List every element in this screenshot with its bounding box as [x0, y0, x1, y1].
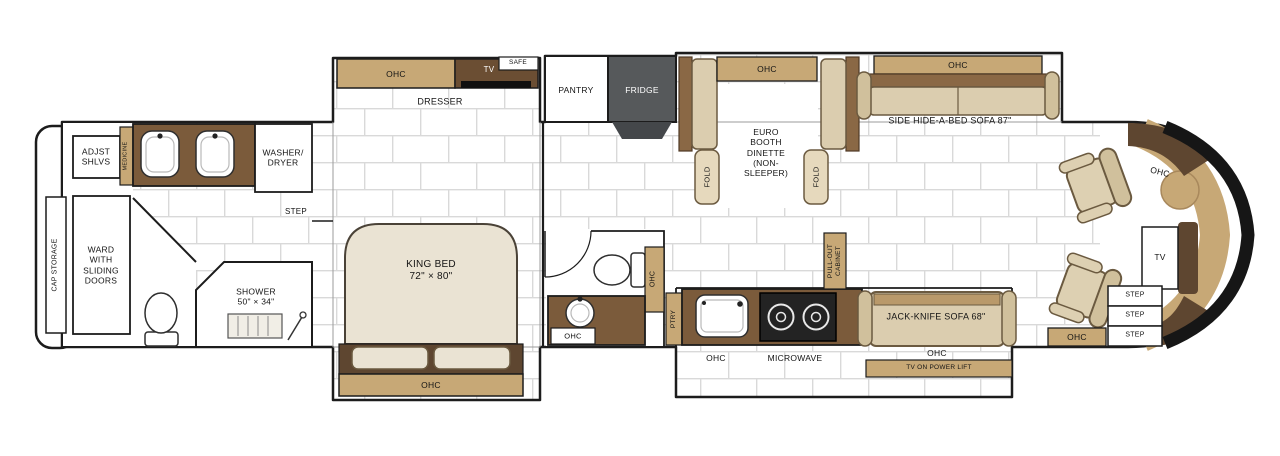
fridge-label: FRIDGE [625, 84, 659, 95]
mid-toilet [593, 252, 646, 288]
ohc-bath-lav-label: OHC [564, 331, 582, 341]
cap-storage-box [45, 196, 67, 334]
fold-table-right [803, 149, 829, 205]
safe-box [498, 56, 539, 71]
front-tv [1141, 226, 1179, 290]
dresser-label: DRESSER [417, 96, 463, 107]
shower-stall [195, 261, 313, 348]
adjustable-shelves-cabinet [72, 135, 121, 179]
shower-label: SHOWER 50" × 34" [236, 286, 276, 307]
slide-seams [332, 121, 1062, 348]
console-table [1160, 170, 1200, 210]
pantry-label: PANTRY [558, 84, 594, 95]
microwave-label: MICROWAVE [767, 352, 823, 363]
step-3-box [1107, 325, 1163, 347]
tv-power-lift-label: TV ON POWER LIFT [906, 364, 972, 372]
rear-toilet [144, 292, 179, 347]
step-1-label: STEP [1125, 291, 1145, 299]
dinette-ohc-cabinet [716, 56, 818, 82]
lav-sink [565, 296, 595, 328]
bedroom-tv [461, 81, 531, 88]
pillow-right [433, 346, 511, 370]
bath-door-swing [544, 230, 592, 278]
wardrobe-label: WARD WITH SLIDING DOORS [83, 244, 119, 286]
cooktop [759, 292, 837, 342]
fold-right-label: FOLD [811, 166, 821, 188]
ohc-dinette-label: OHC [757, 63, 777, 74]
ohc-entry-label: OHC [1067, 331, 1087, 342]
front-tv-cabinet [1178, 222, 1198, 294]
washer-dryer-label: WASHER/ DRYER [262, 147, 304, 168]
hide-a-bed-sofa [856, 71, 1060, 120]
cap-storage-label: CAP STORAGE [51, 238, 59, 292]
step-3-label: STEP [1125, 331, 1145, 339]
galley-sink [695, 294, 749, 338]
vanity-sink-left [140, 130, 180, 178]
bedroom-ohc-rear-cabinet [338, 373, 524, 397]
tv-dresser-label: TV [483, 65, 495, 75]
adjust-shelves-label: ADJST SHLVS [81, 146, 111, 167]
ohc-jack-knife-label: OHC [927, 347, 947, 358]
tv-cockpit-label: TV [1154, 251, 1166, 262]
lav-ohc-cabinet [550, 327, 596, 345]
king-bed-label: KING BED 72" × 80" [406, 258, 456, 282]
jack-knife-sofa [857, 290, 1017, 347]
front-cabinet-top [1128, 123, 1212, 176]
dinette-bench-right [820, 56, 860, 152]
fold-table-left [694, 149, 720, 205]
bath-ohc-cabinet [644, 246, 665, 313]
entry-steps [1107, 285, 1163, 347]
ptry-label: PTRY [670, 309, 678, 329]
windshield [1162, 120, 1255, 350]
bath-angle-wall [132, 197, 197, 263]
tv-lift-cabinet [865, 359, 1013, 378]
ohc-kitchen-label: OHC [706, 352, 726, 363]
ohc-bath-tall-label: OHC [649, 270, 657, 288]
dinette-floor [716, 84, 818, 208]
dinette-label: EURO BOOTH DINETTE (NON- SLEEPER) [743, 127, 789, 179]
safe-label: SAFE [509, 59, 527, 67]
dinette-bench-left [678, 56, 718, 152]
hide-a-bed-label: SIDE HIDE-A-BED SOFA 87" [888, 115, 1012, 126]
jack-knife-sofa-label: JACK-KNIFE SOFA 68" [886, 311, 986, 322]
step-rear-label: STEP [285, 207, 307, 217]
bedroom-ohc-cabinet [336, 58, 456, 89]
refrigerator-base [612, 122, 672, 139]
medicine-label: MEDICINE [122, 141, 129, 171]
wardrobe-cabinet [72, 195, 131, 335]
ohc-dresser-label: OHC [386, 68, 406, 79]
pull-out-cabinet-label: PULL-OUT CABINET [827, 243, 842, 279]
vanity-sink-right [195, 130, 235, 178]
ohc-sofa-label: OHC [948, 59, 968, 70]
ohc-cockpit-label: OHC [1149, 164, 1171, 180]
king-bed [344, 223, 518, 345]
shower-fixtures [227, 311, 307, 341]
step-2-label: STEP [1125, 311, 1145, 319]
entry-ohc-cabinet [1047, 327, 1107, 347]
pull-out-cabinet [823, 232, 847, 290]
pillow-left [351, 346, 429, 370]
fold-left-label: FOLD [702, 166, 712, 188]
washer-dryer-cabinet [254, 123, 313, 193]
ohc-bed-label: OHC [421, 379, 441, 390]
